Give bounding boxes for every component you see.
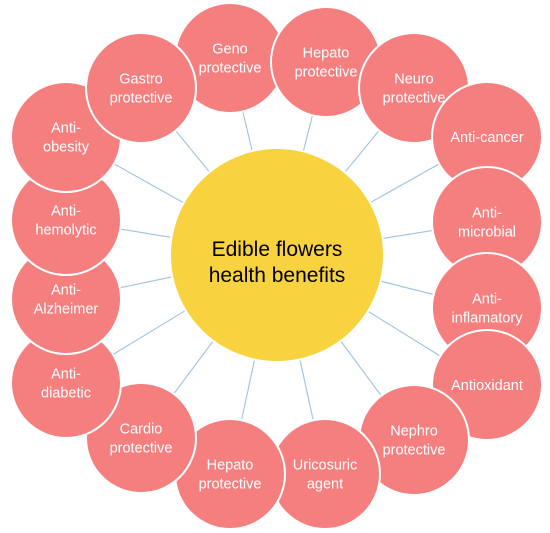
benefit-label: Neuro bbox=[394, 72, 434, 88]
benefit-node: Nephro protective bbox=[358, 384, 470, 496]
benefit-label: protective bbox=[383, 91, 446, 107]
connector-line bbox=[117, 275, 175, 289]
center-node: Edible flowers health benefits bbox=[169, 147, 385, 363]
benefit-node: Anti-diabetic bbox=[10, 327, 122, 439]
benefit-label: protective bbox=[199, 477, 262, 493]
benefit-label: Antioxidant bbox=[451, 378, 523, 394]
benefit-label: inflamatory bbox=[452, 311, 524, 327]
benefit-label: Anti-cancer bbox=[450, 130, 524, 146]
benefit-node: Anti-microbial bbox=[431, 166, 543, 278]
benefit-label: protective bbox=[110, 91, 173, 107]
benefit-label: protective bbox=[110, 441, 173, 457]
benefit-label: agent bbox=[307, 477, 343, 493]
connector-line bbox=[111, 308, 188, 356]
benefit-label: Anti- bbox=[472, 206, 502, 222]
connector-line bbox=[118, 228, 174, 239]
connector-line bbox=[368, 162, 442, 205]
benefit-label: diabetic bbox=[41, 386, 91, 402]
benefit-label: Hepato bbox=[207, 458, 254, 474]
benefit-label: Anti- bbox=[51, 367, 81, 383]
benefit-label: Nephro bbox=[390, 424, 438, 440]
benefit-node: Hepato protective bbox=[174, 418, 286, 530]
benefit-node: Anti- Alzheimer bbox=[10, 243, 122, 355]
center-title-line1: Edible flowers bbox=[212, 238, 343, 261]
center-title-line2: health benefits bbox=[209, 264, 346, 287]
connector-line bbox=[174, 128, 212, 174]
benefit-circle bbox=[269, 418, 381, 530]
benefit-label: Hepato bbox=[303, 46, 350, 62]
connector-line bbox=[302, 113, 314, 154]
benefit-label: protective bbox=[295, 65, 358, 81]
connector-line bbox=[365, 309, 443, 358]
benefit-label: Anti- bbox=[472, 292, 502, 308]
benefit-node: Anti-inflamatory bbox=[431, 252, 543, 364]
connector-line bbox=[111, 162, 186, 205]
benefit-label: obesity bbox=[43, 140, 90, 156]
benefit-label: Anti- bbox=[51, 204, 81, 220]
benefit-label: Uricosuric bbox=[293, 458, 357, 474]
benefit-label: protective bbox=[199, 61, 262, 77]
connector-line bbox=[172, 338, 215, 396]
connector-line bbox=[378, 280, 436, 296]
benefit-label: protective bbox=[383, 443, 446, 459]
connector-line bbox=[298, 357, 315, 423]
connector-line bbox=[343, 128, 381, 175]
connector-line bbox=[339, 339, 383, 398]
connector-line bbox=[240, 357, 256, 423]
benefit-node: Gastro protective bbox=[85, 32, 197, 144]
benefit-label: hemolytic bbox=[35, 223, 96, 239]
connector-lines bbox=[111, 109, 443, 423]
benefit-label: Anti- bbox=[51, 121, 81, 137]
benefit-label: Cardio bbox=[120, 422, 163, 438]
benefit-node: Uricosuric agent bbox=[269, 418, 381, 530]
center-circle bbox=[169, 147, 385, 363]
benefit-label: Alzheimer bbox=[34, 302, 99, 318]
connector-line bbox=[241, 109, 254, 153]
benefit-label: microbial bbox=[458, 225, 516, 241]
connector-line bbox=[380, 229, 435, 240]
benefit-label: Geno bbox=[212, 42, 247, 58]
benefit-node: Anti-hemolytic bbox=[10, 164, 122, 276]
benefit-label: Gastro bbox=[119, 72, 163, 88]
benefit-label: Anti- bbox=[51, 283, 81, 299]
benefit-circle bbox=[85, 32, 197, 144]
